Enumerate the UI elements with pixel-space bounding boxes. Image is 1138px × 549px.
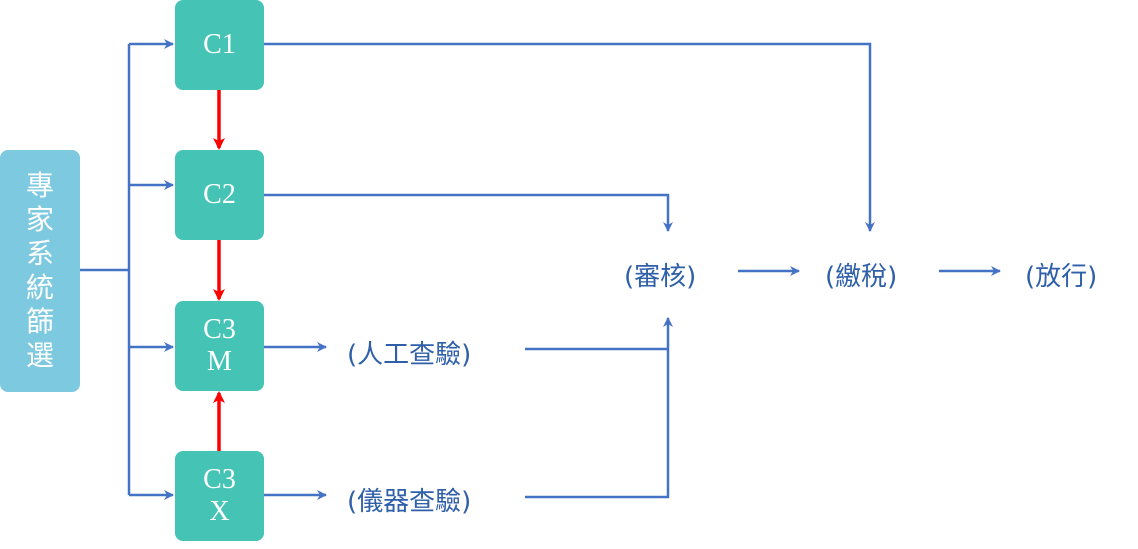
tax-payment-step: (繳稅) [825, 262, 898, 292]
flow-c2-to-review [264, 193, 673, 232]
instrument-inspection-step: (儀器查驗) [347, 487, 472, 517]
channel-c2-box: C2 [175, 150, 264, 240]
channel-c3x-box: C3 X [175, 451, 264, 541]
flow-c1-to-tax [264, 42, 875, 232]
channel-c1-box: C1 [175, 0, 264, 90]
expert-system-screening-box: 專家系統篩選 [0, 150, 80, 392]
manual-inspection-step: (人工查驗) [347, 340, 472, 370]
review-step: (審核) [624, 262, 697, 292]
channel-c3m-box: C3 M [175, 301, 264, 391]
expert-system-screening-label: 專家系統篩選 [25, 169, 54, 372]
flow-instrument-to-review [525, 317, 673, 499]
release-step: (放行) [1025, 262, 1098, 292]
